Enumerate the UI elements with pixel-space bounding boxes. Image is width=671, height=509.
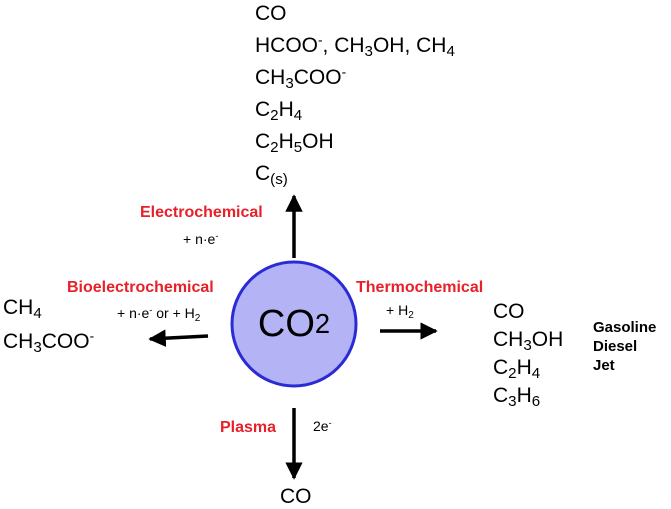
product-co: CO (493, 300, 525, 323)
plasma-product-co: CO (280, 485, 312, 508)
product-methane: CH4 (3, 296, 42, 323)
bioelectrochemical-products: CH4 CH3COO- (3, 297, 94, 365)
plasma-condition: 2e- (313, 418, 332, 434)
thermochemical-condition: + H2 (386, 302, 414, 321)
product-ethanol: C2H5OH (255, 130, 334, 157)
bioelectrochemical-condition: + n·e- or + H2 (117, 305, 201, 324)
fuel-gasoline: Gasoline (593, 319, 657, 336)
product-acetate: CH3COO- (3, 328, 95, 357)
product-propylene: C3H6 (493, 384, 541, 411)
plasma-label: Plasma (220, 419, 277, 436)
bioelectrochemical-label: Bioelectrochemical (67, 279, 214, 296)
thermochemical-products: CO CH3OH C2H4 C3H6 (493, 301, 563, 413)
product-methanol: CH3OH (493, 328, 564, 355)
arrow-left (148, 329, 209, 347)
electrochemical-label: Electrochemical (140, 204, 263, 221)
product-carbon-solid: C(s) (255, 162, 288, 189)
product-formate-methanol-methane: HCOO-, CH3OH, CH4 (255, 32, 455, 61)
co2-circle (230, 260, 358, 388)
product-ethylene: C2H4 (493, 356, 541, 383)
product-acetate: CH3COO- (255, 64, 347, 93)
product-ethylene: C2H4 (255, 98, 303, 125)
electrochemical-products: CO HCOO-, CH3OH, CH4 CH3COO- C2H4 C2H5OH… (255, 3, 455, 195)
fuel-jet: Jet (593, 357, 615, 374)
fuel-diesel: Diesel (593, 338, 638, 355)
thermochemical-label: Thermochemical (356, 279, 484, 296)
fuel-list: Gasoline Diesel Jet (593, 318, 656, 375)
product-co: CO (255, 2, 287, 25)
electrochemical-condition: + n·e- (183, 231, 219, 247)
